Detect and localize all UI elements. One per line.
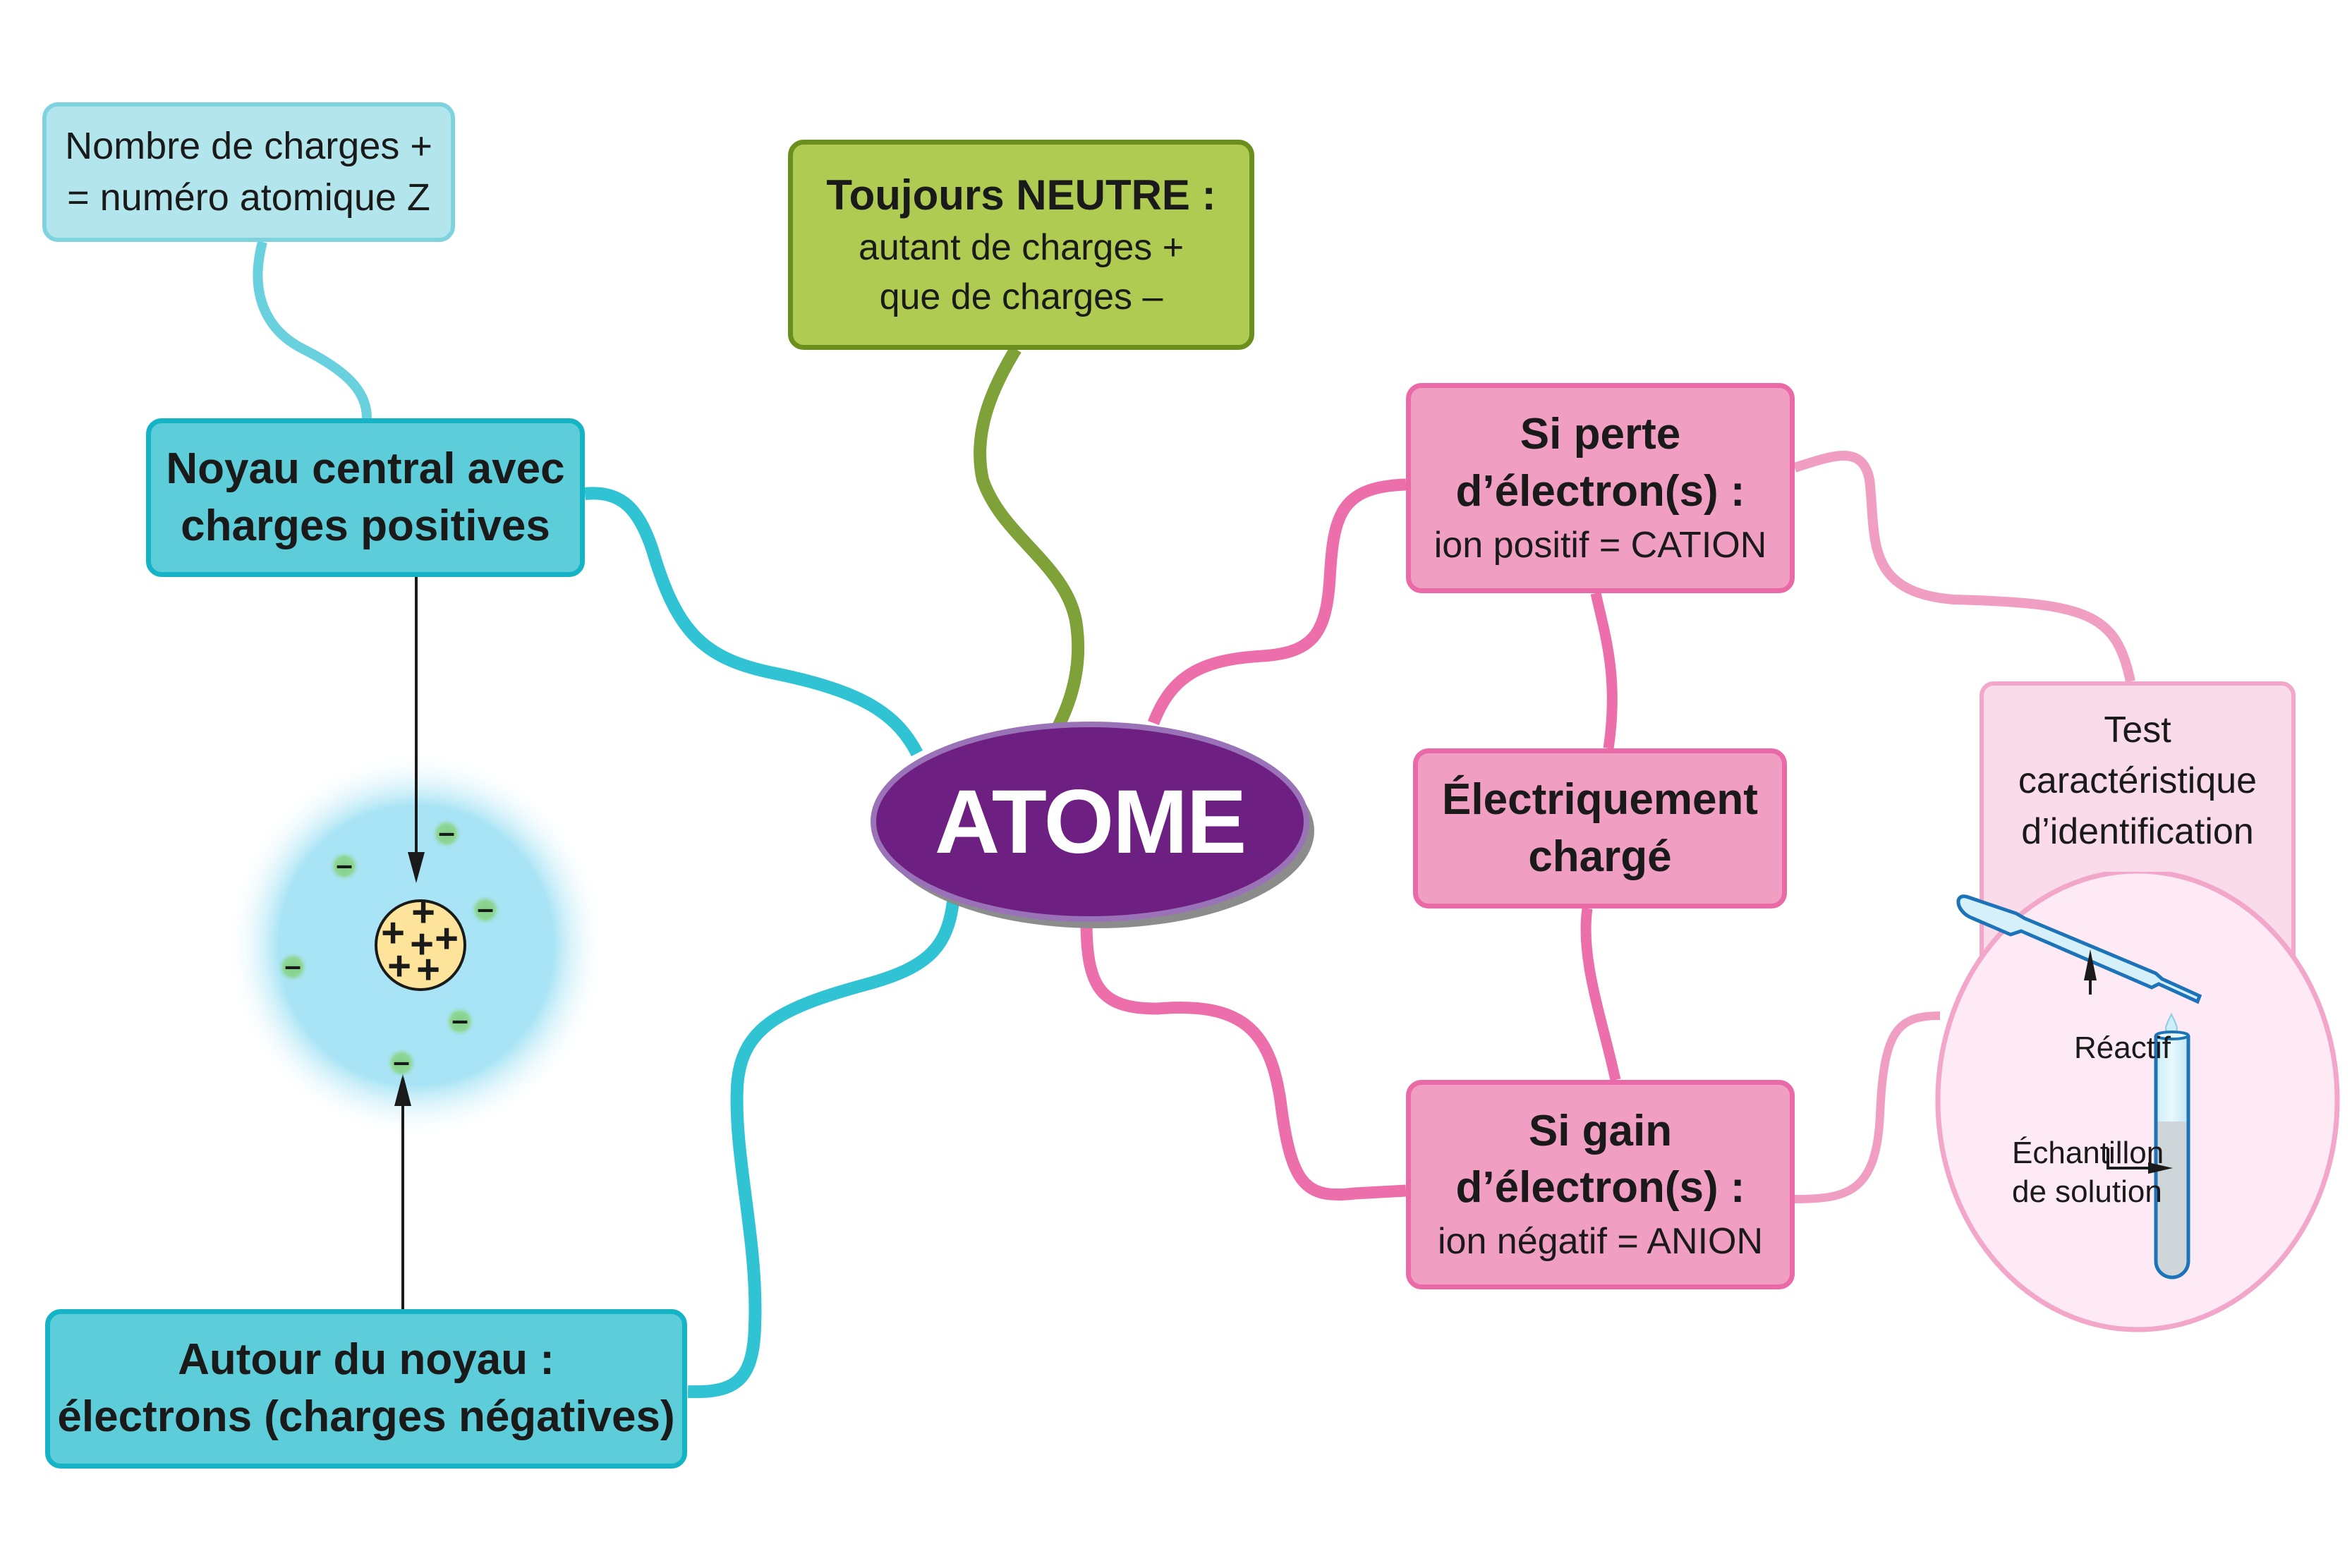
electron-glow [444,1006,475,1037]
electron-minus-sign: – [451,1003,468,1036]
electron: – [277,949,308,983]
node-perte-title1: Si perte [1520,410,1681,459]
electron: – [444,1003,475,1037]
electron-glow [386,1047,417,1078]
node-gain-subtitle: ion négatif = ANION [1437,1221,1764,1262]
node-electriquement-charge[interactable]: Électriquement chargé [1413,748,1787,908]
electron-glow [329,851,360,882]
electron-minus-sign: – [477,892,493,925]
node-gain-title2: d’électron(s) : [1455,1163,1745,1213]
sample-label-line1: Échantillon [2012,1136,2164,1170]
sample-label-line2: de solution [2012,1174,2162,1209]
node-test-line3: d’identification [2021,810,2254,852]
node-test-caracteristique[interactable]: Test caractéristique d’identification [1980,681,2296,978]
connector-atome-autour [687,895,960,1399]
node-test-line1: Test [2104,710,2171,750]
nucleus-plus-sign: + [410,921,434,967]
electron-minus-sign: – [393,1045,409,1078]
node-noyau-central[interactable]: Noyau central avec charges positives [146,418,585,577]
node-charge-line2: chargé [1528,832,1672,881]
node-noyau-line2: charges positives [181,501,550,550]
node-perte-title2: d’électron(s) : [1455,466,1745,516]
electron-minus-sign: – [284,949,301,982]
connector-atome-gain [1080,920,1407,1201]
node-autour-line2: électrons (charges négatives) [57,1392,675,1441]
electron-minus-sign: – [438,815,454,849]
atom-illustration: ++++++ –––––– [226,577,607,1309]
connector-charge-gain [1580,907,1621,1081]
node-autour-line1: Autour du noyau : [178,1335,554,1385]
node-test-line2: caractéristique [2018,760,2257,801]
node-neutre-line1: autant de charges + [858,226,1184,268]
arrowhead-down-icon [408,852,425,883]
electron: – [431,815,462,849]
electron: – [386,1045,417,1078]
electron-glow [431,818,462,849]
nucleus-plus-sign: + [411,889,435,935]
electron-glow [277,952,308,983]
connector-perte-charge [1590,592,1618,750]
electron-glow [470,894,501,925]
connector-nombre-noyau [253,241,372,419]
nucleus-plus-sign: + [435,916,459,961]
node-perte-subtitle: ion positif = CATION [1433,524,1767,566]
node-neutre-line2: que de charges – [879,276,1163,317]
node-neutre-title: Toujours NEUTRE : [826,171,1216,219]
node-nombre-line2: = numéro atomique Z [67,176,430,219]
node-autour-noyau[interactable]: Autour du noyau : électrons (charges nég… [45,1309,687,1469]
node-charge-line1: Électriquement [1442,774,1758,824]
connector-gain-test [1794,1011,1941,1203]
connector-perte-test [1793,451,2135,683]
electron: – [329,848,360,882]
nucleus-plus-sign: + [387,943,411,989]
connector-noyau-atome [584,487,923,757]
node-nombre-line1: Nombre de charges + [65,125,432,168]
atome-ellipse[interactable] [871,722,1309,922]
node-gain-title1: Si gain [1528,1106,1673,1155]
node-si-gain[interactable]: Si gain d’électron(s) : ion négatif = AN… [1406,1080,1795,1289]
arrowhead-up-icon [394,1074,411,1106]
electron: – [470,892,501,925]
electron-minus-sign: – [336,848,352,881]
atome-label: ATOME [934,771,1247,873]
node-noyau-line1: Noyau central avec [166,444,565,493]
connector-neutre-atome [974,346,1085,730]
nucleus-plus-sign: + [416,947,440,992]
node-toujours-neutre[interactable]: Toujours NEUTRE : autant de charges + qu… [788,140,1254,350]
nucleus-plus-sign: + [381,910,405,956]
reactif-label: Réactif [2074,1031,2171,1065]
connector-atome-perte [1148,478,1407,726]
node-nombre-charges[interactable]: Nombre de charges + = numéro atomique Z [42,102,455,242]
nucleus [375,899,466,991]
nucleus-charges: ++++++ [381,889,459,992]
node-si-perte[interactable]: Si perte d’électron(s) : ion positif = C… [1406,383,1795,593]
electrons: – – – – – – [277,815,501,1078]
